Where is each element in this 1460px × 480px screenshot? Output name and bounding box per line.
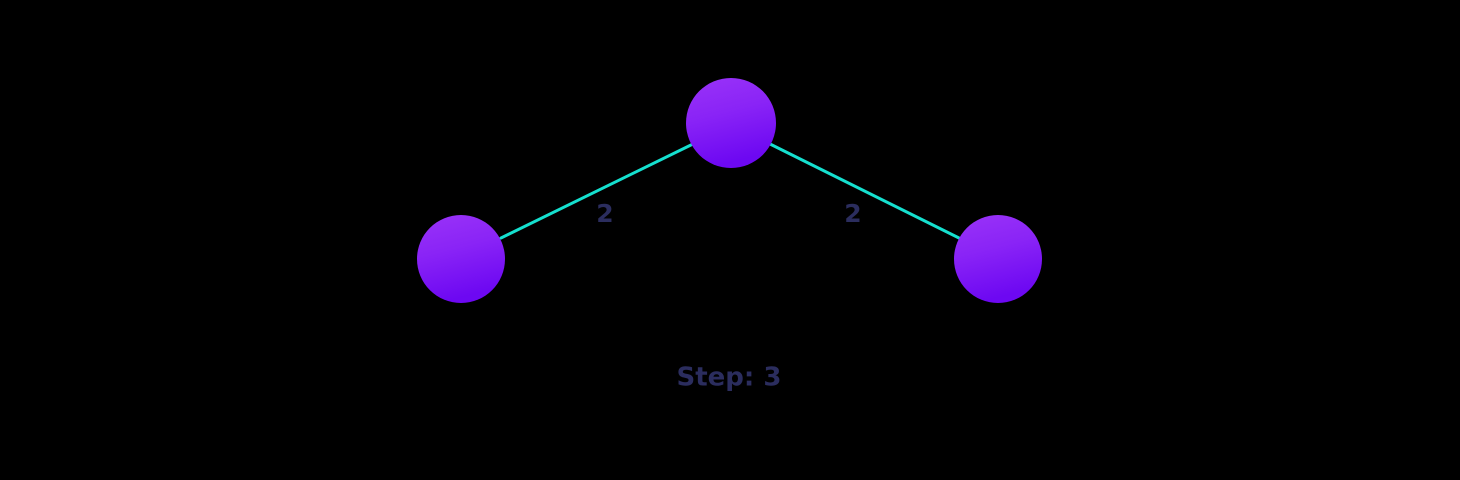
- step-counter: Step: 3: [677, 363, 782, 393]
- edge-left-top[interactable]: [499, 141, 697, 240]
- edge-layer: [499, 141, 961, 240]
- edge-top-right[interactable]: [766, 141, 961, 240]
- edge-weight-label-left: 2: [596, 199, 613, 228]
- edge-label-layer: 2 2: [596, 199, 861, 228]
- graph-node-right[interactable]: [954, 215, 1042, 303]
- edge-weight-label-right: 2: [844, 199, 861, 228]
- graph-node-left[interactable]: [417, 215, 505, 303]
- node-layer: [417, 78, 1042, 303]
- graph-node-top[interactable]: [686, 78, 776, 168]
